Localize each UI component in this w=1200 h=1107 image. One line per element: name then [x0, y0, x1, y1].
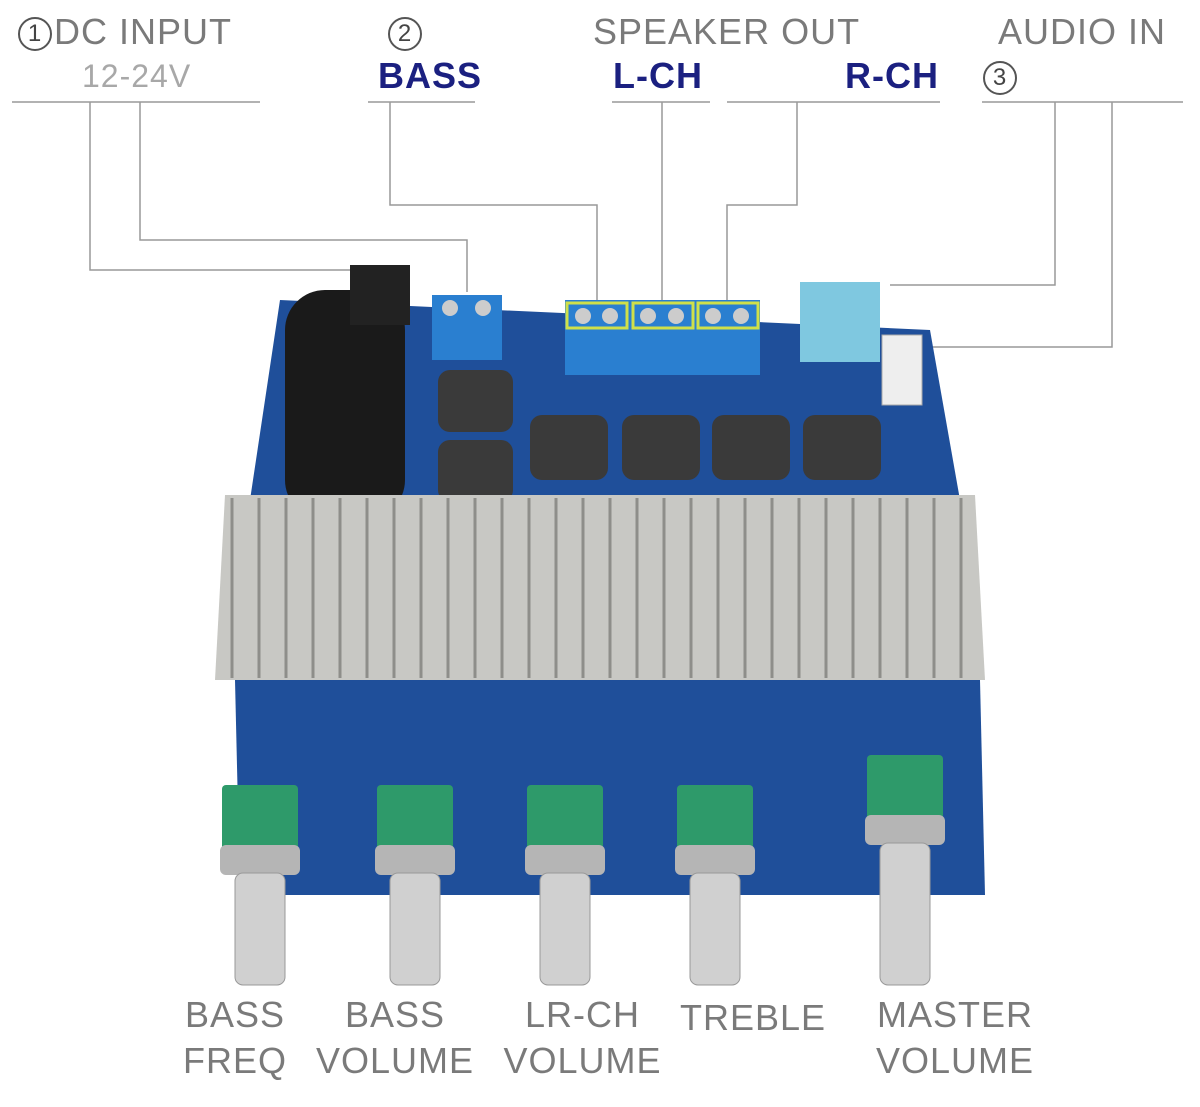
audio-in-number: 3 [983, 58, 1019, 96]
dc-input-title: DC INPUT [54, 11, 232, 52]
potentiometer[interactable] [865, 755, 945, 986]
right-channel-label: R-CH [845, 55, 939, 96]
audio-in-label: AUDIO IN [998, 11, 1167, 52]
left-channel-label: L-CH [613, 55, 703, 96]
potentiometer[interactable] [675, 785, 755, 986]
potentiometer[interactable] [525, 785, 605, 986]
potentiometer[interactable] [375, 785, 455, 986]
dc-voltage: 12-24V [82, 58, 192, 94]
number-badge: 2 [388, 17, 422, 52]
potentiometers [220, 755, 945, 986]
number-badge: 1 [18, 17, 52, 52]
audio-jack [800, 282, 923, 406]
treble-label: TREBLE [680, 997, 827, 1038]
bass-number: 2 [388, 14, 424, 52]
potentiometer[interactable] [220, 785, 300, 986]
speaker-out-label: SPEAKER OUT [593, 11, 861, 52]
heatsink [215, 495, 985, 680]
capacitor [285, 265, 410, 520]
terminal-blocks [432, 295, 760, 375]
inductors [438, 370, 881, 502]
leader-lines [12, 101, 1183, 348]
number-badge: 3 [983, 61, 1017, 96]
bass-label: BASS [378, 55, 483, 96]
